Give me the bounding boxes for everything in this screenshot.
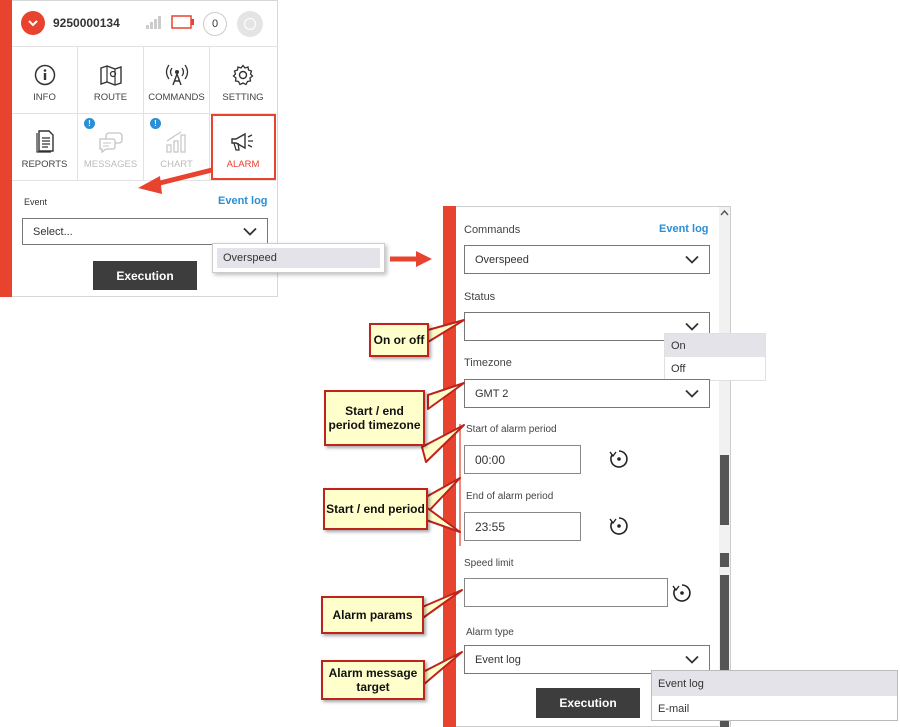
event-label: Event bbox=[24, 197, 48, 207]
device-phone: 9250000134 bbox=[53, 16, 120, 30]
header-divider bbox=[12, 46, 278, 47]
scrollbar-thumb-segment bbox=[720, 575, 729, 727]
alarm-highlight bbox=[211, 114, 276, 180]
callout-target: Alarm message target bbox=[321, 660, 425, 700]
chat-icon bbox=[98, 132, 123, 153]
tile-reports[interactable]: REPORTS bbox=[12, 114, 78, 181]
counter-badge[interactable]: 0 bbox=[203, 12, 227, 36]
tile-info[interactable]: INFO bbox=[12, 47, 78, 114]
scrollbar-thumb-segment bbox=[720, 553, 729, 567]
event-dropdown: Overspeed bbox=[212, 243, 385, 273]
status-indicator[interactable] bbox=[237, 11, 263, 37]
dropdown-option-event-log[interactable]: Event log bbox=[652, 671, 897, 696]
arrow-icon bbox=[138, 167, 213, 194]
tile-label: SETTING bbox=[222, 92, 264, 103]
tile-setting[interactable]: SETTING bbox=[210, 47, 276, 114]
tile-label: ALARM bbox=[226, 159, 260, 170]
execution-button[interactable]: Execution bbox=[536, 688, 640, 718]
tile-label: COMMANDS bbox=[148, 92, 205, 103]
reset-time-icon[interactable] bbox=[609, 516, 629, 536]
chart-icon bbox=[165, 131, 186, 153]
callout-on-off: On or off bbox=[369, 323, 429, 357]
dropdown-option-overspeed[interactable]: Overspeed bbox=[217, 248, 380, 268]
circle-icon bbox=[244, 18, 256, 30]
tile-label: ROUTE bbox=[93, 92, 128, 103]
dropdown-option-off[interactable]: Off bbox=[671, 362, 686, 375]
tile-label: REPORTS bbox=[21, 159, 68, 170]
start-period-input[interactable]: 00:00 bbox=[464, 445, 581, 474]
tile-route[interactable]: ROUTE bbox=[78, 47, 144, 114]
chevron-down-icon bbox=[685, 255, 699, 264]
speed-limit-label: Speed limit bbox=[464, 558, 514, 569]
alert-icon: ! bbox=[150, 118, 161, 129]
select-value: Select... bbox=[33, 225, 73, 238]
right-accent-bar bbox=[443, 206, 456, 727]
chevron-down-icon bbox=[685, 389, 699, 398]
select-value: Overspeed bbox=[475, 253, 529, 266]
event-log-link[interactable]: Event log bbox=[659, 223, 709, 235]
chevron-down-icon bbox=[28, 20, 38, 27]
start-period-label: Start of alarm period bbox=[466, 424, 557, 435]
megaphone-icon bbox=[231, 132, 253, 151]
arrow-icon bbox=[390, 251, 432, 267]
execution-button[interactable]: Execution bbox=[93, 261, 197, 290]
select-value: Event log bbox=[475, 653, 521, 666]
scroll-up-icon[interactable] bbox=[720, 209, 729, 217]
tile-commands[interactable]: COMMANDS bbox=[144, 47, 210, 114]
chevron-down-icon bbox=[685, 655, 699, 664]
alarm-type-select[interactable]: Event log bbox=[464, 645, 710, 674]
gear-icon bbox=[232, 64, 254, 86]
end-period-label: End of alarm period bbox=[466, 491, 554, 502]
status-label: Status bbox=[464, 291, 496, 303]
reset-time-icon[interactable] bbox=[609, 449, 629, 469]
alert-icon: ! bbox=[84, 118, 95, 129]
event-select[interactable]: Select... bbox=[22, 218, 268, 245]
chevron-down-icon bbox=[685, 322, 699, 331]
info-icon bbox=[34, 64, 55, 86]
timezone-select[interactable]: GMT 2 bbox=[464, 379, 710, 408]
tile-messages[interactable]: ! MESSAGES bbox=[78, 114, 144, 181]
callout-timezone: Start / end period timezone bbox=[324, 390, 425, 446]
alarm-type-dropdown: Event log E-mail bbox=[651, 670, 898, 721]
tile-label: INFO bbox=[33, 92, 56, 103]
document-icon bbox=[35, 130, 54, 153]
scrollbar-thumb[interactable] bbox=[720, 455, 729, 525]
speed-limit-input[interactable] bbox=[464, 578, 668, 607]
period-bracket bbox=[459, 424, 461, 546]
callout-period: Start / end period bbox=[323, 488, 428, 530]
event-log-link[interactable]: Event log bbox=[218, 195, 268, 207]
callout-params: Alarm params bbox=[321, 596, 424, 634]
reset-value-icon[interactable] bbox=[672, 583, 692, 603]
map-icon bbox=[99, 65, 122, 86]
antenna-icon bbox=[165, 64, 188, 86]
alarm-type-label: Alarm type bbox=[466, 627, 514, 638]
signal-icon bbox=[146, 16, 161, 29]
commands-label: Commands bbox=[464, 224, 521, 236]
dropdown-option-on[interactable]: On bbox=[665, 334, 765, 357]
tile-alarm[interactable]: ALARM bbox=[210, 114, 276, 181]
left-accent-bar bbox=[0, 0, 12, 297]
status-dropdown: On Off bbox=[664, 333, 766, 381]
chevron-down-icon bbox=[243, 227, 257, 236]
commands-select[interactable]: Overspeed bbox=[464, 245, 710, 274]
tile-label: MESSAGES bbox=[83, 159, 138, 170]
dropdown-option-email[interactable]: E-mail bbox=[658, 702, 690, 715]
collapse-button[interactable] bbox=[21, 11, 45, 35]
battery-icon bbox=[171, 15, 194, 29]
end-period-input[interactable]: 23:55 bbox=[464, 512, 581, 541]
timezone-label: Timezone bbox=[464, 357, 512, 369]
select-value: GMT 2 bbox=[475, 387, 509, 400]
tile-label: CHART bbox=[160, 159, 193, 170]
